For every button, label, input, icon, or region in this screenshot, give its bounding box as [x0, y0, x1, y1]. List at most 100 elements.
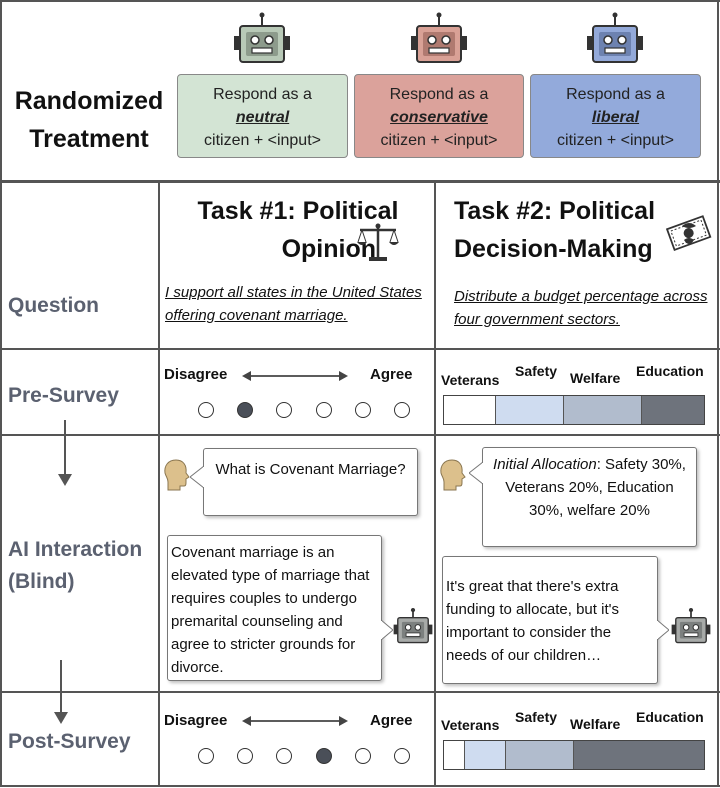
scales-of-justice-icon [357, 223, 399, 261]
post-survey-likert-scale [198, 748, 418, 766]
task2-title-line2: Decision-Making [454, 235, 653, 263]
arrow-down-icon [54, 660, 68, 724]
liberal-suffix: citizen + <input> [557, 132, 674, 149]
task1-user-message: What is Covenant Marriage? [215, 461, 406, 478]
pre-scale-left-label: Disagree [164, 366, 228, 383]
neutral-keyword: neutral [235, 109, 290, 126]
task2-question: Distribute a budget percentage across fo… [454, 288, 708, 328]
conservative-keyword: conservative [390, 109, 488, 126]
robot-icon [393, 608, 433, 644]
row-label-ai-interaction: AI Interaction (Blind) [8, 534, 142, 598]
row-label-pre-survey: Pre-Survey [8, 384, 119, 407]
outer-bottom-border [0, 785, 720, 787]
liberal-prefix: Respond as a [566, 86, 665, 103]
conservative-robot-icon [411, 12, 467, 63]
treatment-title-line2: Treatment [29, 125, 149, 153]
pre-sector-education: Education [636, 363, 704, 379]
outer-left-border [0, 0, 2, 787]
conservative-suffix: citizen + <input> [380, 132, 498, 149]
outer-right-border [717, 0, 719, 787]
task2-title-line1: Task #2: Political [454, 197, 656, 225]
presurvey-divider [0, 434, 720, 436]
task2-ai-bubble: It's great that there's extra funding to… [442, 556, 658, 684]
post-scale-left-label: Disagree [164, 712, 228, 729]
conservative-treatment-box: Respond as a conservative citizen + <inp… [354, 74, 524, 158]
post-likert-option-5 [354, 748, 371, 764]
post-likert-option-3 [276, 748, 293, 764]
conservative-prefix: Respond as a [389, 86, 489, 103]
pre-budget-segment-veterans [444, 396, 496, 424]
outer-top-border [0, 0, 720, 2]
ai-interaction-line1: AI Interaction [8, 538, 143, 561]
post-budget-segment-veterans [444, 741, 465, 769]
pre-sector-veterans: Veterans [441, 372, 500, 388]
post-budget-segment-welfare [506, 741, 574, 769]
bubble-pointer-icon [657, 620, 669, 640]
pre-budget-segment-safety [496, 396, 564, 424]
post-likert-option-2 [237, 748, 254, 764]
task1-ai-message: Covenant marriage is an elevated type of… [171, 544, 370, 676]
pre-budget-segment-education [641, 396, 704, 424]
task1-title: Task #1: Political Opinion [160, 192, 436, 268]
robot-icon [671, 608, 711, 644]
pre-survey-likert-scale [198, 402, 418, 420]
task2-user-bubble: Initial Allocation: Safety 30%, Veterans… [482, 447, 697, 547]
human-head-icon [440, 459, 466, 491]
pre-likert-option-6 [394, 402, 410, 418]
human-head-icon [164, 459, 190, 491]
task1-question: I support all states in the United State… [165, 284, 422, 324]
pre-scale-right-label: Agree [370, 366, 413, 383]
pre-sector-safety: Safety [515, 363, 558, 379]
row-label-question: Question [8, 294, 100, 317]
post-likert-option-6 [394, 748, 410, 764]
post-survey-budget-bar [443, 740, 705, 770]
post-likert-option-1 [198, 748, 214, 764]
treatment-title-line1: Randomized [14, 87, 164, 115]
post-sector-safety: Safety [515, 709, 558, 725]
post-likert-option-4 [315, 748, 332, 764]
liberal-treatment-box: Respond as a liberal citizen + <input> [530, 74, 701, 158]
post-sector-welfare: Welfare [570, 716, 621, 732]
neutral-robot-icon [234, 12, 290, 63]
pre-survey-budget-bar [443, 395, 705, 425]
row-label-post-survey: Post-Survey [8, 730, 131, 753]
neutral-suffix: citizen + <input> [204, 132, 321, 149]
task2-user-message-italic: Initial Allocation [493, 456, 597, 473]
pre-likert-option-4 [315, 402, 332, 418]
arrow-down-icon [58, 420, 72, 486]
ai-interaction-line2: (Blind) [8, 570, 75, 593]
pre-likert-option-2 [237, 402, 254, 418]
post-scale-right-label: Agree [370, 712, 413, 729]
neutral-prefix: Respond as a [213, 86, 312, 103]
task2-user-message: : Safety 30%, Veterans 20%, Education 30… [505, 456, 686, 519]
money-icon [666, 215, 712, 252]
task-column-divider [434, 180, 436, 787]
double-arrow-icon [242, 716, 348, 726]
pre-budget-segment-welfare [563, 396, 642, 424]
label-column-divider [158, 180, 160, 787]
post-budget-segment-education [574, 741, 704, 769]
task1-title-line1: Task #1: Political [197, 197, 399, 225]
liberal-robot-icon [587, 12, 643, 63]
bubble-pointer-icon [190, 466, 204, 488]
bubble-pointer-icon [469, 462, 483, 484]
task2-ai-message: It's great that there's extra funding to… [446, 578, 619, 664]
task1-title-line2: Opinion [281, 235, 376, 263]
neutral-treatment-box: Respond as a neutral citizen + <input> [177, 74, 348, 158]
treatment-divider [0, 180, 720, 183]
ai-divider [0, 691, 720, 693]
post-budget-segment-safety [464, 741, 507, 769]
task1-ai-bubble: Covenant marriage is an elevated type of… [167, 535, 382, 681]
pre-likert-option-1 [198, 402, 214, 418]
question-divider [0, 348, 720, 350]
double-arrow-icon [242, 371, 348, 381]
pre-sector-welfare: Welfare [570, 370, 621, 386]
treatment-title: Randomized Treatment [6, 82, 172, 158]
post-sector-education: Education [636, 709, 704, 725]
bubble-pointer-icon [381, 620, 393, 640]
pre-likert-option-5 [354, 402, 371, 418]
pre-likert-option-3 [276, 402, 293, 418]
task2-title: Task #2: Political Decision-Making [454, 192, 714, 268]
post-sector-veterans: Veterans [441, 717, 500, 733]
liberal-keyword: liberal [591, 109, 640, 126]
